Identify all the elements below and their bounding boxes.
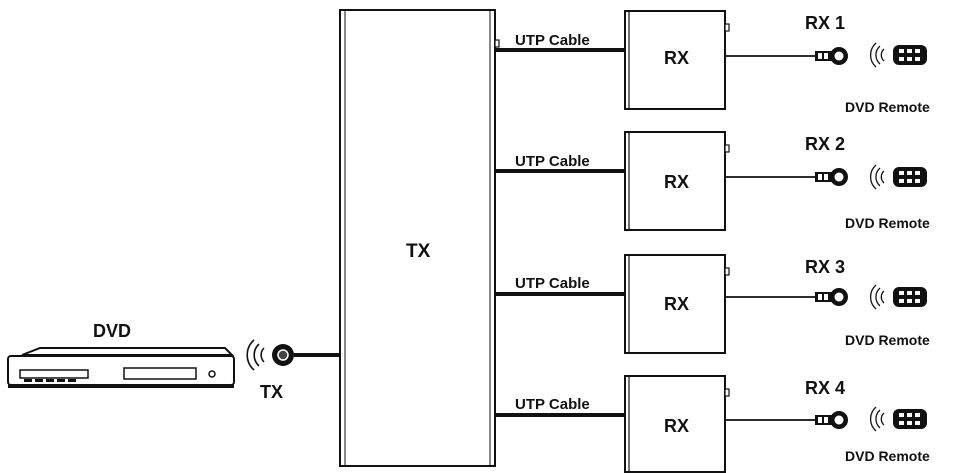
ir-emitter-icon [246,339,294,371]
ir-receiver-icons [815,47,848,429]
rx-name-2: RX 2 [805,134,846,154]
rx-units [624,10,726,473]
rx-name-3: RX 3 [805,257,846,277]
ir-transmitter-label: TX [260,382,284,402]
tx-unit [339,9,500,467]
dvd-label: DVD [93,321,132,341]
dvd-remote-label-2: DVD Remote [845,215,930,231]
rx-unit-label-2: RX [664,172,690,192]
dvd-remote-label-1: DVD Remote [845,99,930,115]
dvd-remote-label-4: DVD Remote [845,448,930,464]
dvd-remote-icons [870,42,927,432]
utp-cable-label-3: UTP Cable [515,275,590,292]
dvd-player [7,347,235,388]
rx-unit-label-4: RX [664,416,690,436]
tx-unit-label: TX [406,241,431,262]
rx-name-4: RX 4 [805,378,846,398]
ir-receiver-cables [725,55,815,421]
dvd-remote-label-3: DVD Remote [845,332,930,348]
rx-unit-label-3: RX [664,294,690,314]
rx-unit-details [628,11,730,472]
utp-cable-label-1: UTP Cable [515,32,590,49]
utp-cables [495,48,625,417]
rx-unit-label-1: RX [664,48,690,68]
rx-name-1: RX 1 [805,13,846,33]
utp-cable-label-4: UTP Cable [515,396,590,413]
utp-cable-label-2: UTP Cable [515,153,590,170]
